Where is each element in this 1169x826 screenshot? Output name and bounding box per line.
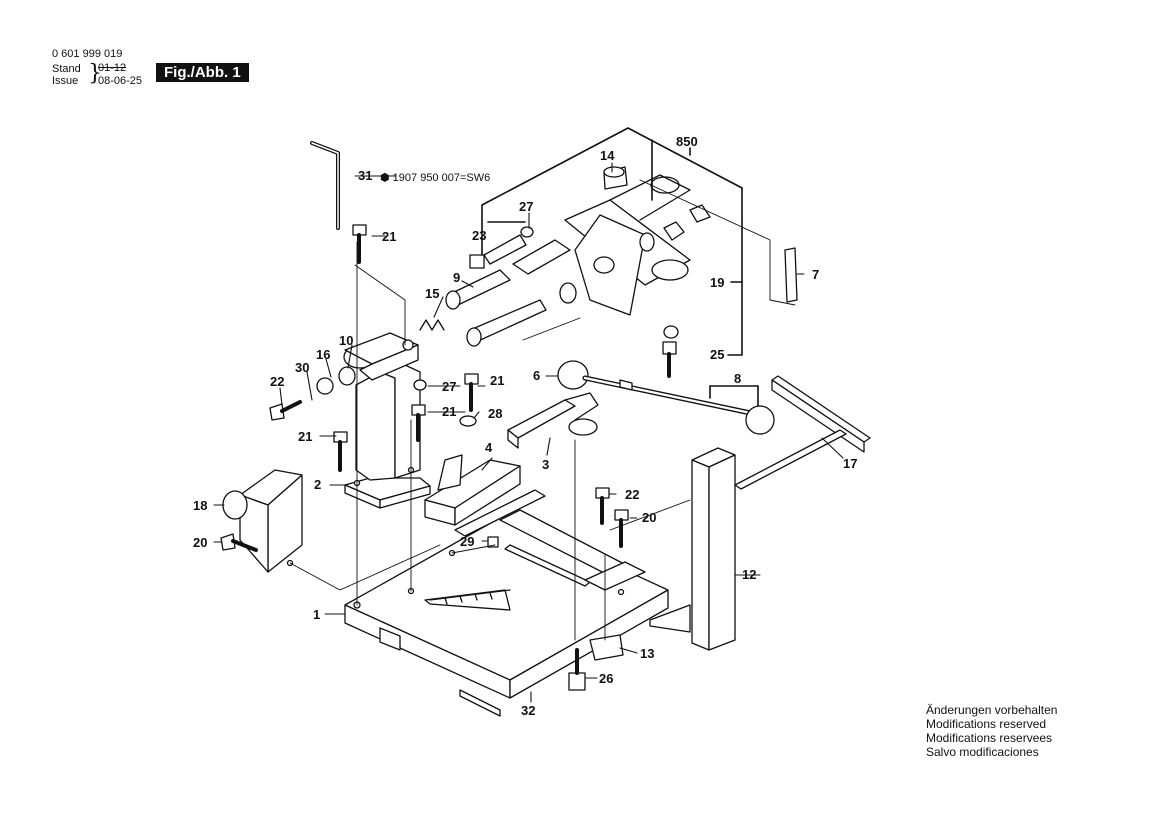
pivot-bracket-part [564, 174, 691, 316]
support-post-part [649, 447, 736, 651]
shafts-and-pins [316, 166, 628, 395]
callout-22-b: 22 [625, 487, 639, 502]
callout-16: 16 [316, 347, 330, 362]
callout-30: 29 [460, 534, 474, 549]
callout-29: 30 [295, 360, 309, 375]
stand-label: Stand [52, 63, 81, 75]
note-es: Salvo modificaciones [926, 745, 1039, 759]
callout-20-a: 20 [193, 535, 207, 550]
callout-23: 23 [472, 228, 486, 243]
side-clamp-part [222, 469, 303, 573]
callout-32: 32 [521, 703, 535, 718]
stand-value: 01-12 [98, 62, 127, 74]
note-de: Änderungen vorbehalten [926, 703, 1058, 717]
stop-bar-part [734, 375, 871, 490]
callout-27-a: 27 [519, 199, 533, 214]
callout-21-c: 21 [442, 404, 456, 419]
callout-2: 2 [314, 477, 321, 492]
callout-12: 12 [742, 567, 756, 582]
callout-26: 26 [599, 671, 613, 686]
brace-glyph: } [88, 61, 102, 86]
callout-8: 8 [734, 371, 741, 386]
callout-9: 9 [453, 270, 460, 285]
part-number: 0 601 999 019 [52, 48, 123, 60]
callout-3: 3 [542, 457, 549, 472]
figure-label: Fig./Abb. 1 [156, 63, 249, 82]
callout-10: 10 [339, 333, 353, 348]
callout-27-b: 27 [442, 379, 456, 394]
fasteners [220, 204, 798, 691]
callout-14: 14 [600, 148, 615, 163]
modifications-note: Änderungen vorbehalten Modifications res… [926, 703, 1057, 759]
note-en: Modifications reserved [926, 717, 1047, 731]
callout-1: 1 [313, 607, 320, 622]
issue-value: 08-06-25 [98, 75, 143, 87]
swivel-arm-part [507, 392, 599, 449]
callout-21-b: 21 [490, 373, 504, 388]
callout-31: 31 [358, 168, 372, 183]
note-31-text: 1907 950 007=SW6 [393, 172, 491, 184]
callout-7: 7 [812, 267, 819, 282]
callout-28: 28 [488, 406, 502, 421]
callout-13: 13 [640, 646, 654, 661]
note-fr: Modifications reservees [926, 731, 1053, 745]
note-31-spec: ⬢ 1907 950 007=SW6 [380, 172, 490, 184]
callout-4: 4 [485, 440, 493, 455]
base-plate [344, 489, 669, 717]
callout-19: 19 [710, 275, 724, 290]
callout-21-a: 21 [382, 229, 396, 244]
callout-20-b: 20 [642, 510, 656, 525]
column-part [343, 332, 431, 509]
fence-part [424, 454, 521, 526]
callout-17: 17 [843, 456, 857, 471]
issue-label: Issue [52, 75, 79, 87]
callout-6: 6 [533, 368, 540, 383]
callout-18: 18 [193, 498, 207, 513]
callout-850: 850 [676, 134, 698, 149]
callout-22-a: 22 [270, 374, 284, 389]
callout-25: 25 [710, 347, 724, 362]
callout-21-d: 21 [298, 429, 312, 444]
callout-15: 15 [425, 286, 439, 301]
handle-part [557, 360, 775, 435]
